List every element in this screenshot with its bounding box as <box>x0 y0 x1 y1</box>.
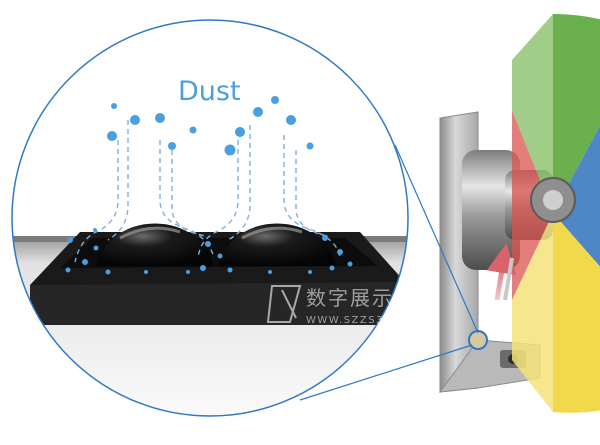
magnifier-outline <box>11 19 409 417</box>
dust-label: Dust <box>178 76 241 107</box>
watermark-url: WWW.SZZS360.COM <box>306 315 432 326</box>
arrow-up-icon <box>486 243 517 301</box>
wheel-yellow-segment <box>553 213 600 413</box>
wheel-hub-center <box>543 190 563 210</box>
watermark: 数字展示在线 WWW.SZZS360.COM <box>266 285 438 326</box>
sensor-point <box>468 330 488 350</box>
dust-particles <box>65 96 353 275</box>
watermark-name: 数字展示在线 <box>306 286 438 310</box>
wheel-red-outer <box>512 14 553 213</box>
airflow-lines <box>74 120 341 263</box>
magnifier-connector <box>299 144 479 401</box>
wheel-green-segment <box>553 13 600 213</box>
magnified-view: Dust <box>12 76 408 416</box>
wheel-yellow-outer <box>512 213 553 412</box>
arrow-down-icon <box>503 257 514 301</box>
wheel-blue-segment <box>553 125 600 267</box>
watermark-logo <box>266 285 302 323</box>
color-wheel-assembly <box>438 13 600 413</box>
